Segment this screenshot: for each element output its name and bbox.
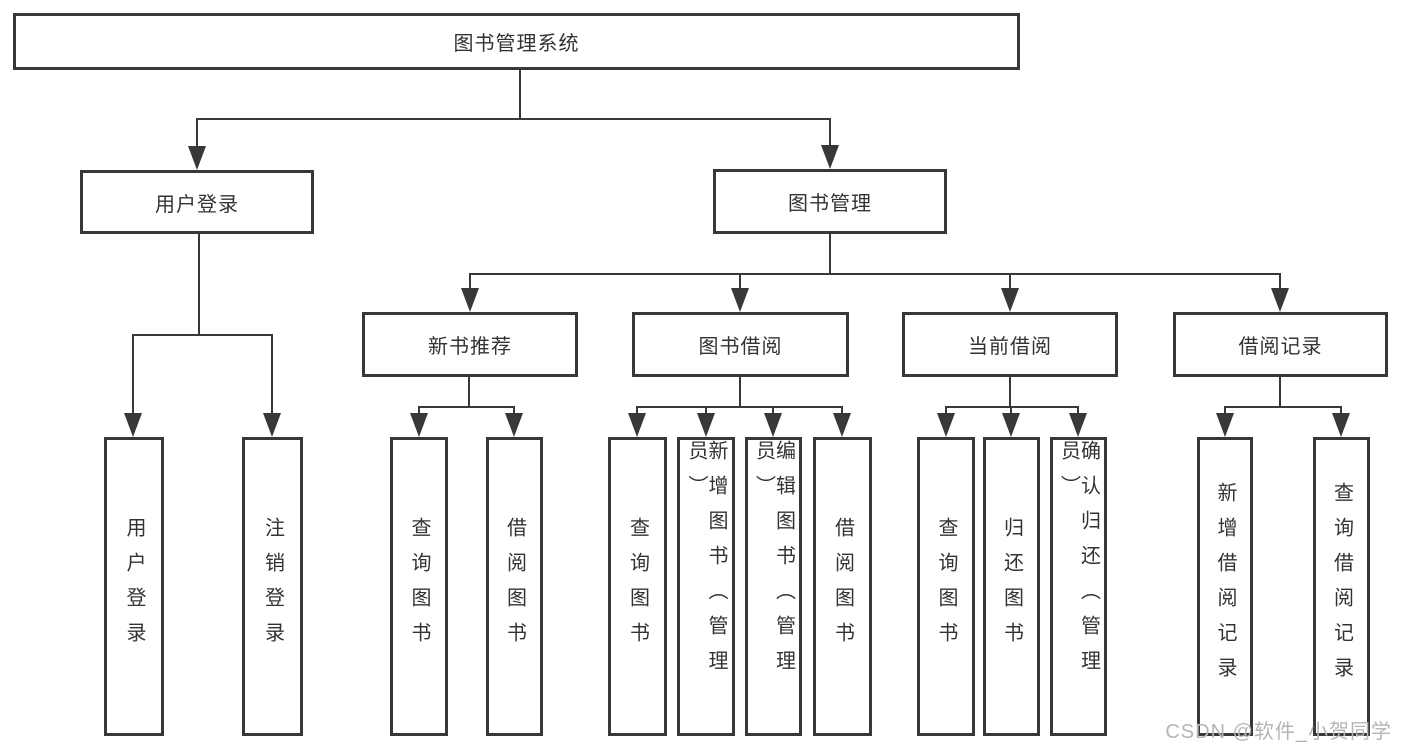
node-borrow-records: 借阅记录 (1173, 312, 1388, 377)
connector-borrow-stem (739, 377, 741, 407)
leaf-user-login: 用户登录 (104, 437, 164, 736)
csdn-watermark: CSDN @软件_小贺同学 (1165, 721, 1392, 743)
arrowhead-book-management (821, 145, 839, 169)
arrowhead-new-book-recommend (461, 288, 479, 312)
connector-book-management-stem (829, 234, 831, 274)
connector-drop-borrow-edit (772, 406, 774, 415)
connector-drop-recommend-query (418, 406, 420, 415)
arrowhead-records-add (1216, 413, 1234, 437)
leaf-query-borrow-record: 查询借阅记录 (1313, 437, 1370, 736)
connector-records-stem (1279, 377, 1281, 407)
arrowhead-book-borrow (731, 288, 749, 312)
connector-level2-branch (196, 118, 831, 120)
leaf-add-borrow-record: 新增借阅记录 (1197, 437, 1253, 736)
connector-drop-new-book-recommend (469, 273, 471, 290)
connector-drop-recommend-borrow (513, 406, 515, 415)
connector-borrow-branch (636, 406, 843, 408)
connector-user-login-branch (132, 334, 273, 336)
leaf-recommend-borrow-books: 借阅图书 (486, 437, 543, 736)
connector-records-branch (1224, 406, 1342, 408)
arrowhead-borrow-edit (764, 413, 782, 437)
arrowhead-current-borrow (1001, 288, 1019, 312)
arrowhead-borrow-query (628, 413, 646, 437)
leaf-add-book-admin: 新增图书（管理员） (677, 437, 735, 736)
leaf-borrow-borrow-books: 借阅图书 (813, 437, 872, 736)
connector-recommend-branch (418, 406, 515, 408)
leaf-edit-book-admin: 编辑图书（管理员） (745, 437, 802, 736)
arrowhead-borrow-add (697, 413, 715, 437)
connector-drop-current-return (1010, 406, 1012, 415)
connector-root-stem (519, 70, 521, 118)
arrowhead-leaf-login (124, 413, 142, 437)
node-library-management-system: 图书管理系统 (13, 13, 1020, 70)
leaf-borrow-query-books: 查询图书 (608, 437, 667, 736)
arrowhead-borrow-records (1271, 288, 1289, 312)
arrowhead-current-return (1002, 413, 1020, 437)
connector-current-branch (945, 406, 1079, 408)
connector-current-stem (1009, 377, 1011, 407)
arrowhead-current-query (937, 413, 955, 437)
connector-drop-borrow-query (636, 406, 638, 415)
node-book-borrow: 图书借阅 (632, 312, 849, 377)
arrowhead-records-query (1332, 413, 1350, 437)
node-new-book-recommend: 新书推荐 (362, 312, 578, 377)
connector-drop-user-login (196, 118, 198, 148)
connector-drop-borrow-borrow (841, 406, 843, 415)
connector-user-login-stem (198, 234, 200, 335)
node-current-borrow: 当前借阅 (902, 312, 1118, 377)
leaf-confirm-return-admin: 确认归还（管理员） (1050, 437, 1107, 736)
connector-drop-current-query (945, 406, 947, 415)
arrowhead-recommend-borrow (505, 413, 523, 437)
arrowhead-leaf-logout (263, 413, 281, 437)
node-book-management: 图书管理 (713, 169, 947, 234)
connector-drop-leaf-login (132, 334, 134, 415)
arrowhead-user-login (188, 146, 206, 170)
leaf-return-books: 归还图书 (983, 437, 1040, 736)
node-user-login: 用户登录 (80, 170, 314, 234)
connector-drop-current-confirm (1077, 406, 1079, 415)
connector-drop-book-management (829, 118, 831, 147)
leaf-current-query-books: 查询图书 (917, 437, 975, 736)
connector-drop-book-borrow (739, 273, 741, 290)
connector-drop-records-query (1340, 406, 1342, 415)
arrowhead-borrow-borrow (833, 413, 851, 437)
arrowhead-current-confirm (1069, 413, 1087, 437)
leaf-logout: 注销登录 (242, 437, 303, 736)
connector-drop-current-borrow (1009, 273, 1011, 290)
connector-drop-records-add (1224, 406, 1226, 415)
connector-level3-branch (469, 273, 1281, 275)
connector-drop-leaf-logout (271, 334, 273, 415)
connector-drop-borrow-records (1279, 273, 1281, 290)
arrowhead-recommend-query (410, 413, 428, 437)
leaf-recommend-query-books: 查询图书 (390, 437, 448, 736)
connector-drop-borrow-add (705, 406, 707, 415)
connector-recommend-stem (468, 377, 470, 407)
